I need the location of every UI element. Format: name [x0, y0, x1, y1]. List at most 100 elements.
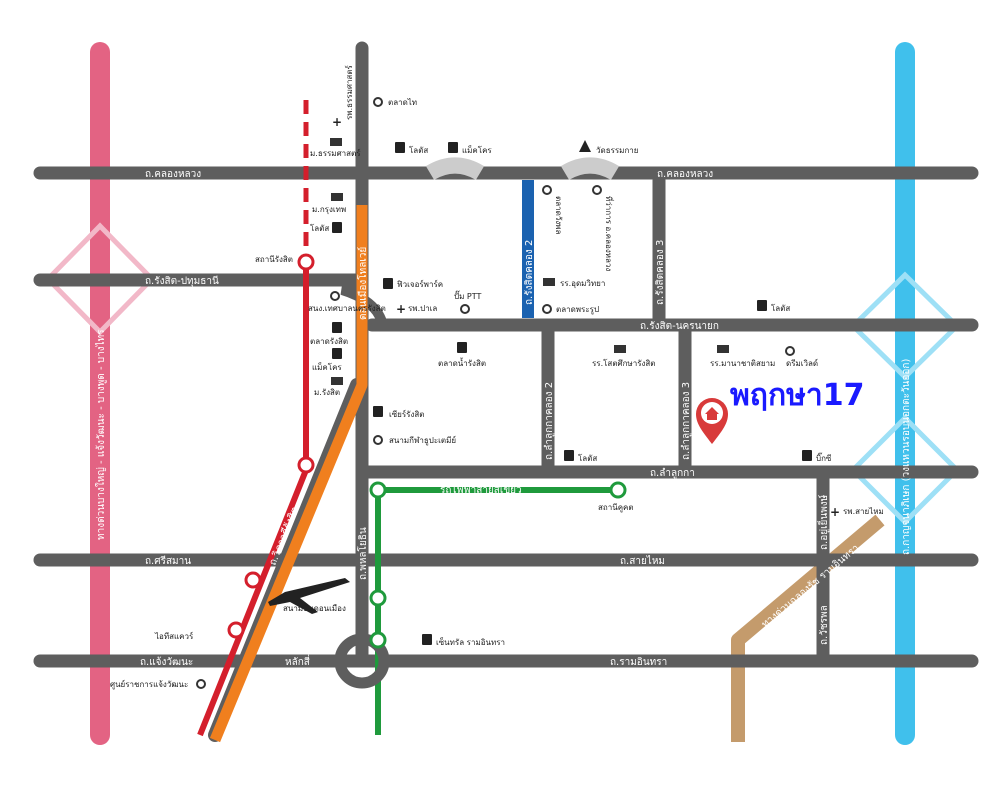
place-label: ตลาดพระรูป	[556, 305, 599, 315]
circle-icon	[542, 304, 552, 314]
place-label: โลตัส	[409, 145, 428, 155]
bag-icon	[757, 300, 767, 311]
road-label-left-expressway: ทางด่วนบางใหญ่ - แจ้งวัฒนะ - บางพูด - บา…	[95, 329, 107, 540]
road-label-don-mueang-tollway: ดอนเมืองโทลเวย์	[356, 247, 369, 320]
cross-icon: +	[396, 302, 406, 316]
location-marker[interactable]	[696, 398, 728, 444]
place-label: สถานีรังสิต	[255, 255, 293, 264]
place-label: ม.รังสิต	[314, 388, 340, 397]
school-icon	[331, 377, 343, 385]
school-icon	[717, 345, 729, 353]
bag-icon	[457, 342, 467, 353]
road-label-lam-luk-ka: ถ.ลำลูกกา	[650, 468, 695, 479]
place-label: สนามบินดอนเมือง	[283, 604, 346, 613]
road-label-rangsit-nakhon-nayok: ถ.รังสิต-นครนายก	[640, 321, 719, 332]
road-label-phraya-suren: ถ.อยู่เย็นพงษ์	[816, 494, 830, 550]
place-label: แม็คโคร	[462, 145, 492, 155]
overpass-right	[560, 157, 620, 181]
circle-icon	[330, 291, 340, 301]
circle-icon	[460, 304, 470, 314]
place-label: รร.มานาชาติสยาม	[710, 359, 775, 368]
road-label-lak-si: หลักสี่	[285, 654, 310, 668]
place-label: เซียร์รังสิต	[389, 409, 424, 419]
place-label: ม.กรุงเทพ	[312, 205, 346, 214]
circle-icon	[373, 97, 383, 107]
home-icon	[705, 407, 719, 420]
place-label: รพ.ปาเล	[408, 304, 437, 313]
place-label: รพ.สายไหม	[843, 507, 884, 516]
don-mueang-tollway	[209, 205, 368, 743]
school-icon	[330, 138, 342, 146]
place-label: วัดธรรมกาย	[596, 146, 638, 155]
road-label-ram-intra: ถ.รามอินทรา	[610, 657, 667, 668]
road-label-khlong-luang-right: ถ.คลองหลวง	[657, 169, 713, 180]
road-label-rangsit-khlong-3: ถ.รังสิตคลอง 3	[655, 240, 666, 305]
circle-icon	[542, 185, 552, 195]
place-label: ศูนย์ราชการแจ้งวัฒนะ	[110, 679, 188, 690]
place-label: สนามกีฬาธูปะเตมีย์	[389, 435, 456, 446]
road-label-phahonyothin: ถ.พหลโยธิน	[356, 527, 369, 580]
road-label-khlong-luang-left: ถ.คลองหลวง	[145, 169, 201, 180]
bag-icon	[395, 142, 405, 153]
bag-icon	[802, 450, 812, 461]
place-label: ที่ว่าการ อ.คลองหลวง	[604, 196, 615, 271]
ring-road-interchange-top	[849, 271, 961, 381]
place-label: โลตัส	[771, 303, 790, 313]
place-label: ตลาดวังพล	[554, 196, 563, 234]
bag-icon	[564, 450, 574, 461]
lak-si-roundabout	[334, 633, 390, 689]
circle-icon	[592, 185, 602, 195]
road-label-lam-luk-ka-khlong-2: ถ.ลำลูกกาคลอง 2	[544, 382, 555, 460]
bag-icon	[422, 634, 432, 645]
place-label: บิ๊กซี	[816, 452, 832, 463]
place-label: เซ็นทรัล รามอินทรา	[436, 637, 505, 647]
place-label: รร.โสตศึกษารังสิต	[592, 358, 655, 368]
temple-icon	[579, 140, 591, 152]
place-label: โลตัส	[310, 223, 329, 233]
school-icon	[614, 345, 626, 353]
circle-icon	[373, 435, 383, 445]
bag-icon	[448, 142, 458, 153]
bag-icon	[332, 322, 342, 333]
places: ตลาดไท + รพ.ธรรมศาสตร์ ม.ธรรมศาสตร์ โลตั…	[110, 64, 884, 690]
place-label: สนง.เทศบาลนครรังสิต	[308, 304, 386, 313]
school-icon	[543, 278, 555, 286]
circle-icon	[785, 346, 795, 356]
place-label: รร.อุดมวิทยา	[560, 279, 605, 288]
cross-icon: +	[332, 115, 342, 129]
road-label-rangsit-pathum: ถ.รังสิต-ปทุมธานี	[145, 275, 219, 287]
station-markers	[227, 253, 627, 649]
place-label: โลตัส	[578, 453, 597, 463]
cross-icon: +	[830, 505, 840, 519]
plane-icon	[268, 578, 350, 614]
road-label-watcharaphon: ถ.วัชรพล	[819, 605, 830, 645]
road-label-rangsit-khlong-2: ถ.รังสิตคลอง 2	[524, 240, 535, 305]
bag-icon	[332, 222, 342, 233]
road-label-green-line: รถไฟฟ้าสายสีเขียว	[440, 484, 522, 496]
place-label: ปั๊ม PTT	[454, 290, 481, 301]
place-label: ตลาดไท	[388, 98, 417, 107]
place-label: ดรีมเวิลด์	[786, 358, 818, 368]
road-label-ring-road: ถ.กาญจนาภิเษก (วงแหวนรอบนอกตะวันออก)	[901, 359, 912, 555]
place-label: ม.ธรรมศาสตร์	[310, 148, 361, 158]
bag-icon	[332, 348, 342, 359]
place-label: ตลาดน้ำรังสิต	[438, 357, 486, 368]
bag-icon	[383, 278, 393, 289]
road-label-sri-saman: ถ.ศรีสมาน	[145, 555, 191, 567]
place-label: แม็คโคร	[312, 362, 342, 372]
left-expressway-interchange	[44, 222, 156, 336]
place-label: ไอทีสแควร์	[154, 631, 194, 641]
place-label: ฟิวเจอร์พาร์ค	[397, 279, 443, 289]
circle-icon	[196, 679, 206, 689]
road-label-sai-mai: ถ.สายไหม	[620, 555, 665, 567]
road-label-lam-luk-ka-khlong-3: ถ.ลำลูกกาคลอง 3	[681, 382, 692, 460]
school-icon	[331, 193, 343, 201]
overpass-left	[425, 157, 485, 181]
map-title: พฤกษา17	[730, 378, 864, 413]
place-label: ตลาดรังสิต	[310, 337, 348, 346]
place-label: รพ.ธรรมศาสตร์	[344, 64, 354, 120]
bag-icon	[373, 406, 383, 417]
road-label-chaeng-watthana: ถ.แจ้งวัฒนะ	[140, 656, 193, 668]
ring-road-interchange-bottom	[849, 414, 961, 526]
